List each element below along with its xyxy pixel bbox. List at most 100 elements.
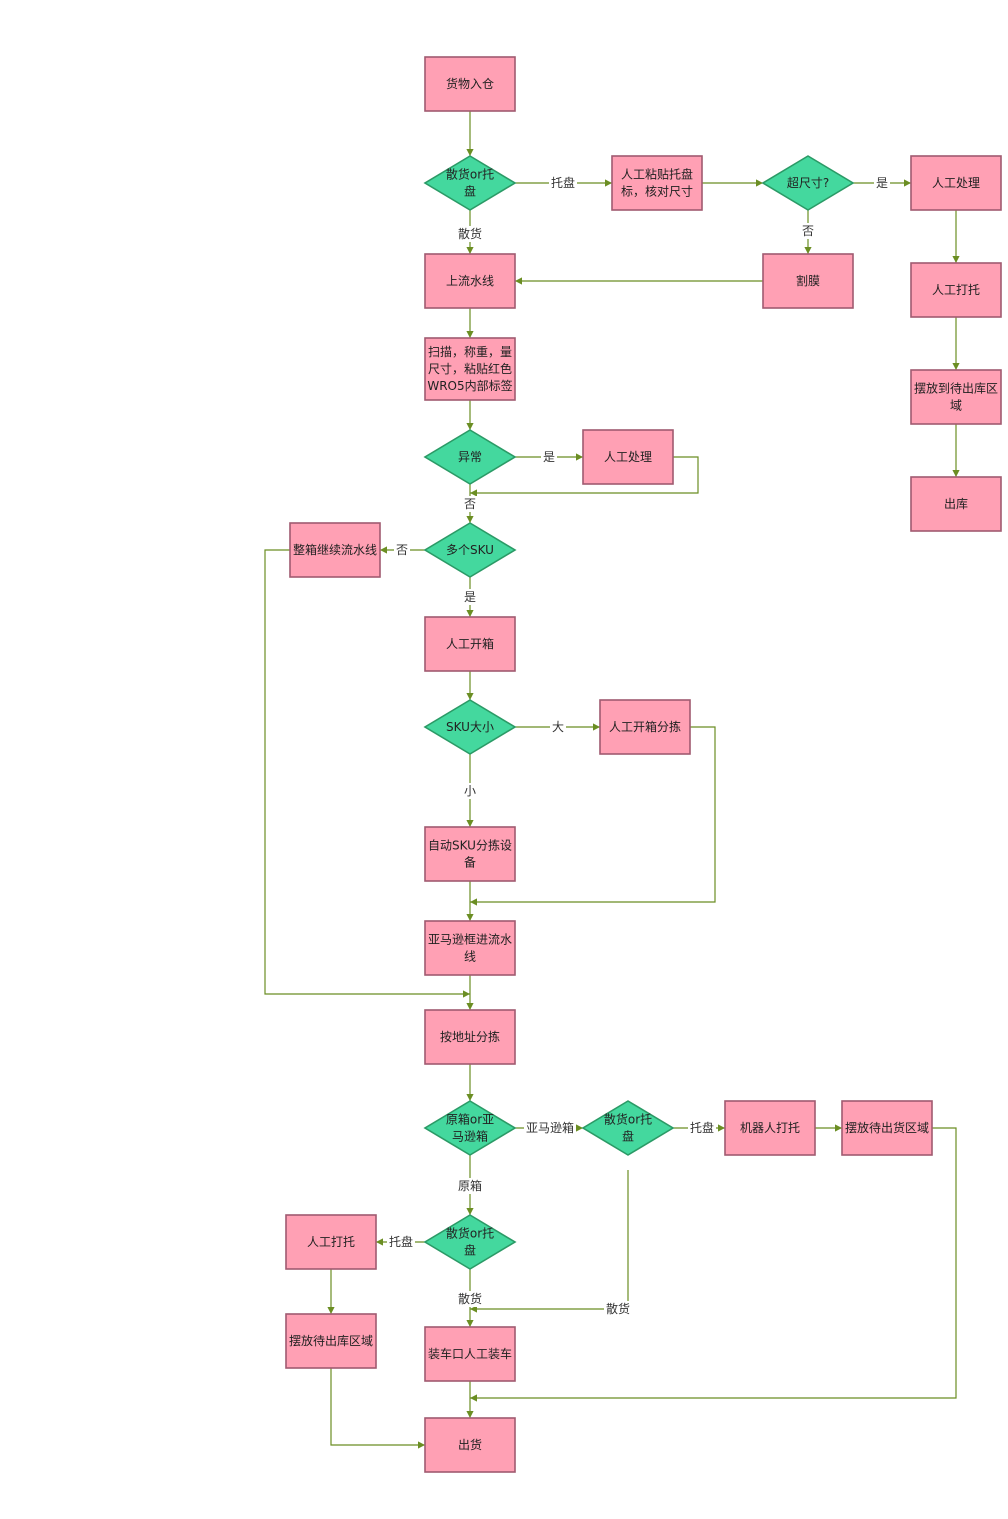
edge-label-text: 亚马逊箱 (526, 1120, 574, 1135)
edge-label-bg (456, 226, 484, 242)
node-text: 摆放到待出库区 (914, 381, 998, 396)
edge-label-bg (394, 542, 410, 558)
edge-label-e_tuopan3: 托盘 (387, 1234, 415, 1250)
node-text: 人工打托 (307, 1235, 355, 1249)
process-box (724, 1100, 816, 1156)
arrowhead (470, 1394, 477, 1402)
arrowhead (466, 1320, 474, 1327)
edge-label-text: 是 (543, 450, 555, 464)
edge-label-e_sanhuo1: 散货 (456, 226, 484, 242)
arrowhead (466, 423, 474, 430)
node-text: 盘 (464, 184, 476, 199)
arrowhead (327, 1307, 335, 1314)
edge-label-text: 散货 (606, 1301, 630, 1316)
arrowhead (466, 820, 474, 827)
decision-diamond (423, 522, 517, 578)
edge-label-text: 散货 (458, 1291, 482, 1306)
edge-label-text: 大 (552, 720, 564, 734)
process-box (424, 920, 516, 976)
process-n18: 人工开箱分拣 (599, 699, 691, 755)
edge-label-bg (462, 589, 478, 605)
node-text: 散货or托 (446, 167, 494, 182)
node-text: 人工打托 (932, 283, 980, 297)
process-n10: 上流水线 (424, 253, 516, 309)
arrowhead (466, 516, 474, 523)
decision-diamond (761, 155, 855, 211)
edge-label-text: 小 (464, 784, 476, 798)
node-text: 装车口人工装车 (428, 1346, 512, 1361)
edge-label-text: 否 (464, 497, 476, 511)
process-n5: 人工处理 (910, 155, 1002, 211)
process-box (424, 56, 516, 112)
process-n21: 按地址分拣 (424, 1009, 516, 1065)
edge-label-text: 托盘 (551, 175, 575, 190)
node-text: 亚马逊框进流水 (428, 933, 512, 947)
arrowhead (952, 363, 960, 370)
edge-n18-back (470, 726, 716, 903)
node-text: 原箱or亚 (446, 1112, 494, 1127)
edge-label-text: 散货 (458, 226, 482, 241)
process-n28: 摆放待出库区域 (285, 1313, 377, 1369)
node-text: 多个SKU (446, 543, 494, 557)
process-box (841, 1100, 933, 1156)
node-text: 自动SKU分拣设 (428, 838, 512, 853)
edge-label-e_amazon: 亚马逊箱 (524, 1120, 576, 1136)
process-n16: 人工开箱 (424, 616, 516, 672)
arrowhead (380, 546, 387, 554)
arrowhead (376, 1238, 383, 1246)
decision-n14: 多个SKU (423, 522, 517, 578)
edge-n28-n30 (330, 1368, 425, 1446)
node-text: 机器人打托 (740, 1121, 800, 1135)
arrowhead (515, 277, 522, 285)
edge-label-e_fou1: 否 (800, 223, 816, 239)
node-text: 摆放待出库区域 (289, 1333, 373, 1348)
node-text: 人工开箱 (446, 636, 494, 651)
arrowhead (804, 247, 812, 254)
edge-label-text: 是 (876, 176, 888, 190)
edge-label-e_xiao: 小 (462, 783, 478, 799)
arrowhead (756, 179, 763, 187)
arrowhead (593, 723, 600, 731)
edge-label-bg (462, 496, 478, 512)
arrowhead (463, 990, 470, 998)
node-text: 盘 (464, 1243, 476, 1258)
node-text: 人工处理 (932, 176, 980, 190)
process-n6: 人工打托 (910, 262, 1002, 318)
node-text: 人工粘贴托盘 (621, 167, 693, 182)
decision-diamond (423, 429, 517, 485)
edge-label-e_tuopan1: 托盘 (549, 175, 577, 191)
arrowhead (470, 1305, 477, 1313)
node-text: 人工开箱分拣 (609, 719, 681, 734)
arrowhead (718, 1124, 725, 1132)
nodes: 货物入仓散货or托盘人工粘贴托盘标，核对尺寸超尺寸?人工处理人工打托摆放到待出库… (285, 56, 1002, 1473)
arrowhead (952, 470, 960, 477)
edge-label-bg (688, 1120, 716, 1136)
arrowhead (576, 1124, 583, 1132)
edge-n13-back (470, 456, 699, 494)
edge-label-e_shi3: 是 (462, 589, 478, 605)
process-n30: 出货 (424, 1417, 516, 1473)
edge-label-bg (550, 719, 566, 735)
edge-label-bg (549, 175, 577, 191)
node-text: WRO5内部标签 (427, 378, 512, 393)
node-text: 出库 (944, 496, 968, 511)
node-text: 人工处理 (604, 450, 652, 464)
process-box (910, 262, 1002, 318)
process-box (285, 1214, 377, 1270)
process-box (289, 522, 381, 578)
process-box (285, 1313, 377, 1369)
node-text: 备 (464, 856, 476, 870)
node-text: 上流水线 (446, 274, 494, 288)
process-n29: 装车口人工装车 (424, 1326, 516, 1382)
node-text: 马逊箱 (452, 1129, 488, 1144)
node-text: 割膜 (796, 273, 820, 288)
edge-n25-merge (470, 1127, 957, 1399)
edge-label-text: 原箱 (458, 1178, 482, 1193)
node-text: 摆放待出货区域 (845, 1120, 929, 1135)
decision-diamond (581, 1100, 675, 1156)
process-box (611, 155, 703, 211)
